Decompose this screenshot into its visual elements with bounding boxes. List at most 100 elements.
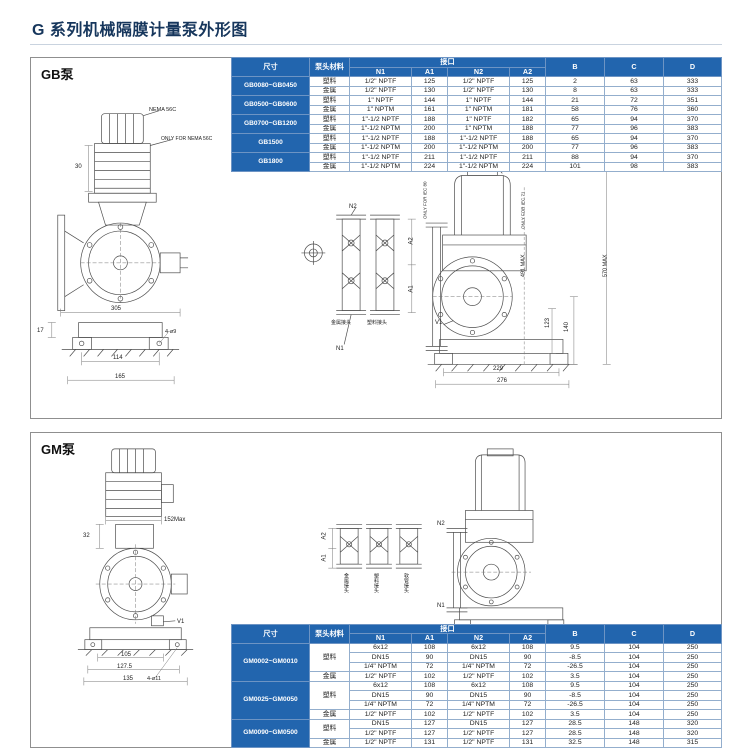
data-cell: 63: [604, 76, 664, 87]
data-cell: 127: [410, 728, 448, 739]
data-cell: 塑料: [308, 642, 350, 672]
gb-col-c: C: [604, 57, 664, 77]
gm-panel-label: GM泵: [41, 442, 75, 457]
data-cell: 125: [410, 76, 448, 87]
data-cell: 108: [508, 680, 547, 691]
data-cell: 102: [508, 671, 547, 682]
data-cell: 1" NPTM: [446, 123, 510, 134]
data-cell: 28.5: [545, 728, 605, 739]
data-cell: 76: [604, 104, 664, 115]
data-cell: 383: [663, 123, 722, 134]
gm-col-material: 泵头材料: [308, 623, 350, 644]
data-cell: 182: [508, 114, 547, 125]
data-cell: 1"-1/2 NPTF: [446, 152, 510, 163]
data-cell: 1/2" NPTF: [446, 671, 510, 682]
data-cell: 250: [663, 680, 722, 691]
data-cell: 94: [604, 114, 664, 125]
data-cell: 32.5: [545, 737, 605, 748]
data-cell: 211: [508, 152, 547, 163]
data-cell: DN15: [348, 690, 412, 701]
data-cell: 金属: [308, 104, 350, 115]
data-cell: 1" NPTF: [446, 95, 510, 106]
data-cell: 148: [604, 718, 664, 729]
data-cell: 72: [604, 95, 664, 106]
data-cell: 1" NPTF: [446, 114, 510, 125]
data-cell: 90: [410, 652, 448, 663]
data-cell: 1"-1/2 NPTM: [348, 123, 412, 134]
data-cell: 28.5: [545, 718, 605, 729]
data-cell: 333: [663, 76, 722, 87]
data-cell: 1/2" NPTF: [348, 671, 412, 682]
data-cell: 72: [508, 661, 547, 672]
gb-col-material: 泵头材料: [308, 57, 350, 77]
data-cell: 131: [508, 737, 547, 748]
data-cell: 1/2" NPTF: [348, 737, 412, 748]
data-cell: 1/2" NPTF: [446, 728, 510, 739]
data-cell: 65: [545, 114, 605, 125]
data-cell: 塑料: [308, 114, 350, 125]
data-cell: 8: [545, 85, 605, 96]
data-cell: 250: [663, 661, 722, 672]
data-cell: 9.5: [545, 642, 605, 653]
gm-col-size: 尺寸: [230, 623, 310, 644]
gb-dimension-table: 尺寸 泵头材料 接口 B C D N1 A1 N2 A2 GB0080~GB04…: [230, 57, 722, 172]
data-cell: -26.5: [545, 699, 605, 710]
data-cell: 383: [663, 161, 722, 172]
data-cell: 370: [663, 152, 722, 163]
data-cell: 104: [604, 699, 664, 710]
data-cell: 90: [410, 690, 448, 701]
data-cell: 塑料: [308, 76, 350, 87]
data-cell: 1" NPTM: [348, 104, 412, 115]
data-cell: 188: [410, 114, 448, 125]
gb-col-n1: N1: [348, 66, 412, 77]
gb-col-d: D: [663, 57, 722, 77]
data-cell: 9.5: [545, 680, 605, 691]
data-cell: 1"-1/2 NPTM: [446, 161, 510, 172]
data-cell: DN15: [446, 652, 510, 663]
data-cell: 1/4" NPTM: [348, 661, 412, 672]
data-cell: 351: [663, 95, 722, 106]
data-cell: -8.5: [545, 652, 605, 663]
size-cell: GB0700~GB1200: [230, 114, 310, 134]
data-cell: -8.5: [545, 690, 605, 701]
data-cell: 96: [604, 142, 664, 153]
data-cell: 250: [663, 642, 722, 653]
gb-panel-label: GB泵: [41, 67, 74, 82]
size-cell: GM0025~GM0050: [230, 680, 310, 720]
data-cell: 127: [508, 718, 547, 729]
data-cell: 77: [545, 142, 605, 153]
page-title: G 系列机械隔膜计量泵外形图: [32, 22, 248, 39]
data-cell: 1"-1/2 NPTM: [446, 142, 510, 153]
data-cell: 1/4" NPTM: [446, 661, 510, 672]
data-cell: 63: [604, 85, 664, 96]
data-cell: DN15: [348, 718, 412, 729]
data-cell: 224: [410, 161, 448, 172]
data-cell: 148: [604, 737, 664, 748]
data-cell: 塑料: [308, 133, 350, 144]
data-cell: 金属: [308, 142, 350, 153]
data-cell: 58: [545, 104, 605, 115]
data-cell: 96: [604, 123, 664, 134]
gm-col-n2: N2: [446, 633, 510, 644]
data-cell: 211: [410, 152, 448, 163]
size-cell: GB0500~GB0600: [230, 95, 310, 115]
data-cell: 250: [663, 652, 722, 663]
data-cell: 320: [663, 728, 722, 739]
data-cell: 250: [663, 690, 722, 701]
gm-dimension-table: 尺寸 泵头材料 接口 B C D N1 A1 N2 A2 GM0002~GM00…: [230, 623, 722, 748]
data-cell: 金属: [308, 671, 350, 682]
data-cell: 98: [604, 161, 664, 172]
data-cell: -26.5: [545, 661, 605, 672]
data-cell: 108: [508, 642, 547, 653]
data-cell: 6x12: [446, 680, 510, 691]
data-cell: 1" NPTF: [348, 95, 412, 106]
data-cell: 1"-1/2 NPTF: [446, 133, 510, 144]
data-cell: 104: [604, 661, 664, 672]
data-cell: 塑料: [308, 718, 350, 739]
data-cell: 250: [663, 699, 722, 710]
